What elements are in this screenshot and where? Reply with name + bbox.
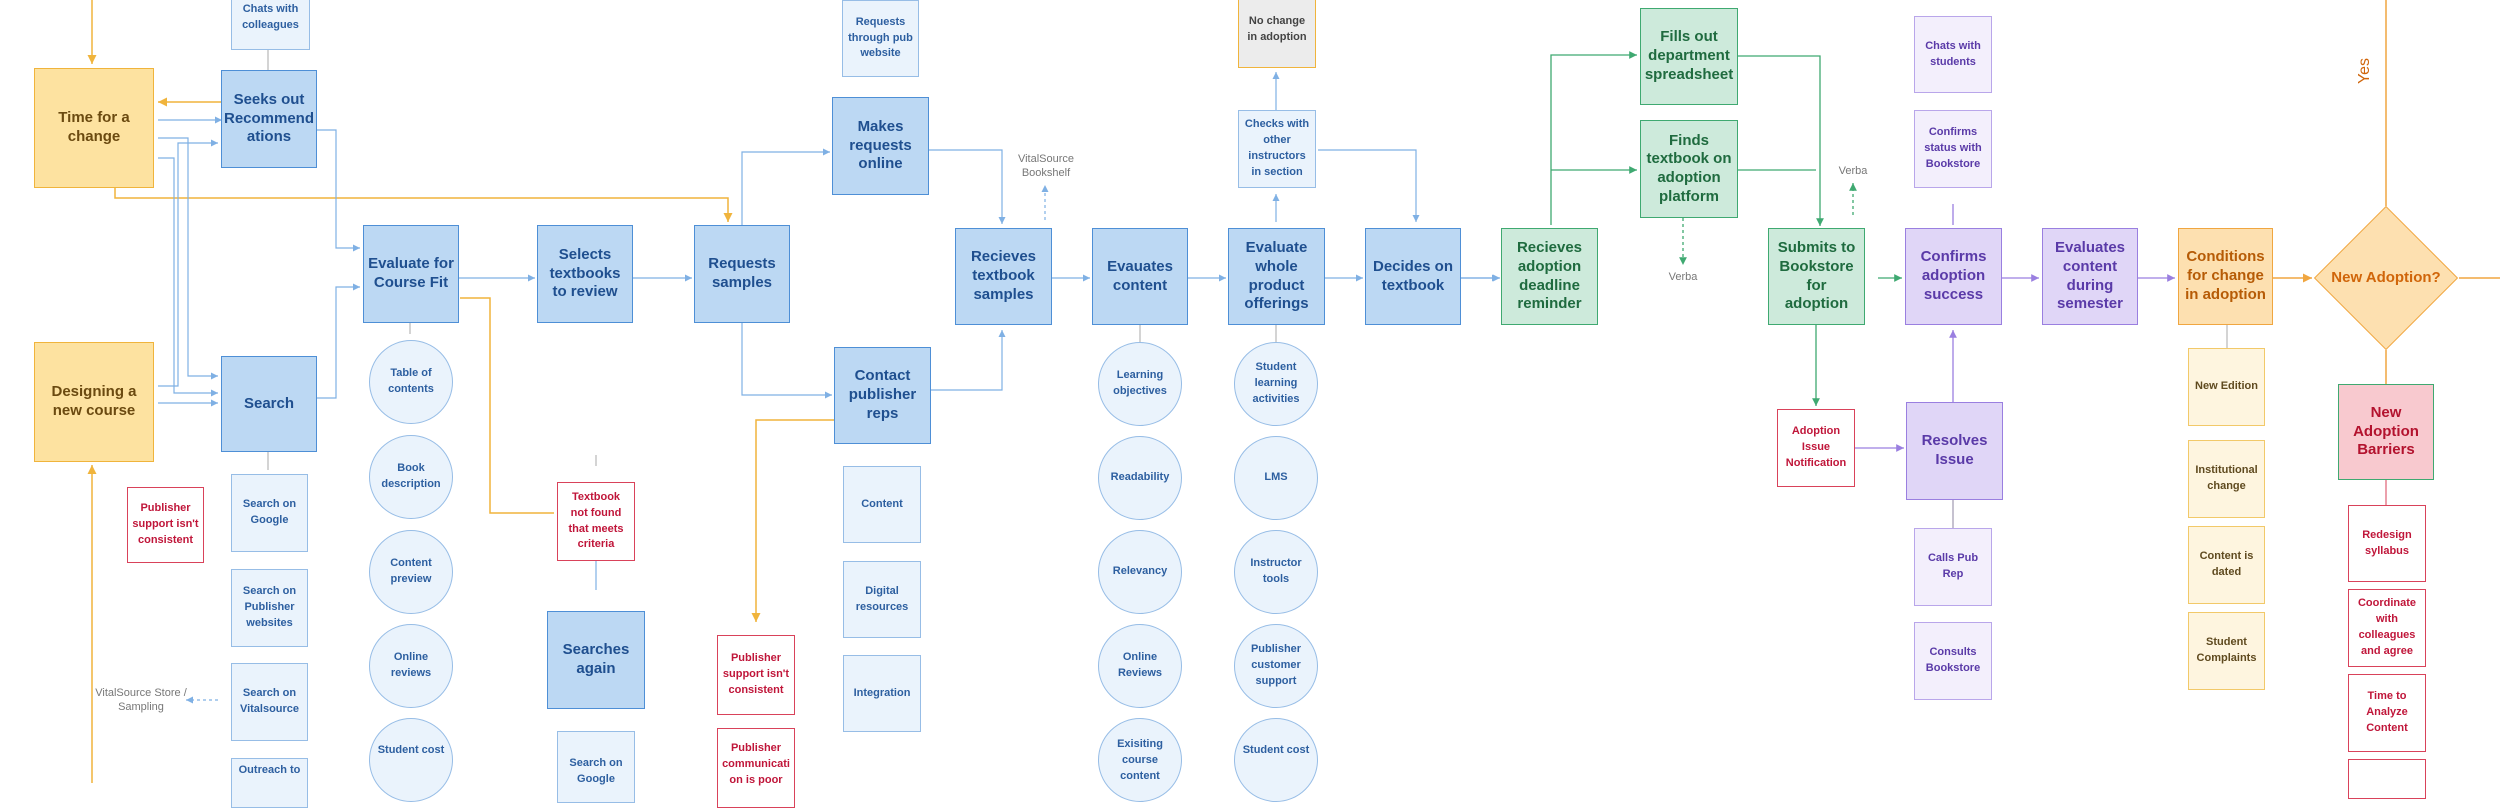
verba-label-1: Verba [1668,271,1698,283]
textbook-not-found-node: Textbook not found that meets criteria [557,482,635,561]
search-on-google-2-node: Search on Google [557,731,635,803]
time-to-analyze-node: Time to Analyze Content [2348,674,2426,752]
new-adoption-barriers-node: New Adoption Barriers [2338,384,2434,480]
makes-requests-online-node: Makes requests online [832,97,929,195]
student-learning-activities-node: Student learning activities [1234,342,1318,426]
vitalsource-bookshelf-label: VitalSource Bookshelf [1017,153,1075,180]
publisher-customer-support-node: Publisher customer support [1234,624,1318,708]
content-node: Content [843,466,921,543]
content-is-dated-node: Content is dated [2188,526,2265,604]
time-for-change-node: Time for a change [34,68,154,188]
confirms-status-bookstore-node: Confirms status with Bookstore [1914,110,1992,188]
truncated-barrier-node [2348,759,2426,799]
integration-node: Integration [843,655,921,732]
table-of-contents-node: Table of contents [369,340,453,424]
vitalsource-store-sampling-label: VitalSource Store / Sampling [95,687,187,714]
content-preview-node: Content preview [369,530,453,614]
institutional-change-node: Institutional change [2188,440,2265,518]
publisher-support-inconsistent-node: Publisher support isn't consistent [127,487,204,563]
receives-textbook-samples-node: Recieves textbook samples [955,228,1052,325]
journey-diagram: Time for a change Designing a new course… [34,0,2500,808]
contact-publisher-reps-node: Contact publisher reps [834,347,931,444]
publisher-communication-node: Publisher communicati on is poor [717,728,795,808]
conditions-for-change-node: Conditions for change in adoption [2178,228,2273,325]
verba-label-2: Verba [1838,165,1868,177]
submits-to-bookstore-node: Submits to Bookstore for adoption [1768,228,1865,325]
new-adoption-decision: New Adoption? [2313,205,2459,351]
seeks-out-recommendations-node: Seeks out Recommend ations [221,70,317,168]
evaluates-content-semester-node: Evaluates content during semester [2042,228,2138,325]
resolves-issue-node: Resolves Issue [1906,402,2003,500]
requests-samples-node: Requests samples [694,225,790,323]
student-cost-node: Student cost [369,718,453,802]
outreach-to-node: Outreach to [231,758,308,808]
connector-layer [87,0,2500,783]
evaluate-course-fit-node: Evaluate for Course Fit [363,225,459,323]
learning-objectives-node: Learning objectives [1098,342,1182,426]
redesign-syllabus-node: Redesign syllabus [2348,505,2426,582]
chats-with-colleagues-node: Chats with colleagues [231,0,310,50]
fills-out-spreadsheet-node: Fills out department spreadsheet [1640,8,1738,105]
evaluate-whole-product-node: Evaluate whole product offerings [1228,228,1325,325]
chats-with-students-node: Chats with students [1914,16,1992,93]
student-cost-2-node: Student cost [1234,718,1318,802]
search-on-publisher-websites-node: Search on Publisher websites [231,569,308,647]
yes-label: Yes [2356,57,2374,85]
receives-adoption-deadline-node: Recieves adoption deadline reminder [1501,228,1598,325]
finds-textbook-on-platform-node: Finds textbook on adoption platform [1640,120,1738,218]
coordinate-with-colleagues-node: Coordinate with colleagues and agree [2348,589,2426,667]
decides-on-textbook-node: Decides on textbook [1365,228,1461,325]
online-reviews-2-node: Online Reviews [1098,624,1182,708]
adoption-issue-notification-node: Adoption Issue Notification [1777,409,1855,487]
readability-node: Readability [1098,436,1182,520]
selects-textbooks-node: Selects textbooks to review [537,225,633,323]
evaluates-content-node: Evauates content [1092,228,1188,325]
checks-with-instructors-node: Checks with other instructors in section [1238,110,1316,188]
consults-bookstore-node: Consults Bookstore [1914,622,1992,700]
new-edition-node: New Edition [2188,348,2265,426]
designing-new-course-node: Designing a new course [34,342,154,462]
requests-through-pub-node: Requests through pub website [842,0,919,77]
no-change-in-adoption-node: No change in adoption [1238,0,1316,68]
book-description-node: Book description [369,435,453,519]
online-reviews-node: Online reviews [369,624,453,708]
student-complaints-node: Student Complaints [2188,612,2265,690]
search-on-vitalsource-node: Search on Vitalsource [231,663,308,741]
calls-pub-rep-node: Calls Pub Rep [1914,528,1992,606]
digital-resources-node: Digital resources [843,561,921,638]
searches-again-node: Searches again [547,611,645,709]
new-adoption-label: New Adoption? [2331,269,2441,287]
search-node: Search [221,356,317,452]
confirms-adoption-success-node: Confirms adoption success [1905,228,2002,325]
publisher-support-inconsistent-2-node: Publisher support isn't consistent [717,635,795,715]
instructor-tools-node: Instructor tools [1234,530,1318,614]
search-on-google-node: Search on Google [231,474,308,552]
lms-node: LMS [1234,436,1318,520]
existing-course-content-node: Exisiting course content [1098,718,1182,802]
relevancy-node: Relevancy [1098,530,1182,614]
